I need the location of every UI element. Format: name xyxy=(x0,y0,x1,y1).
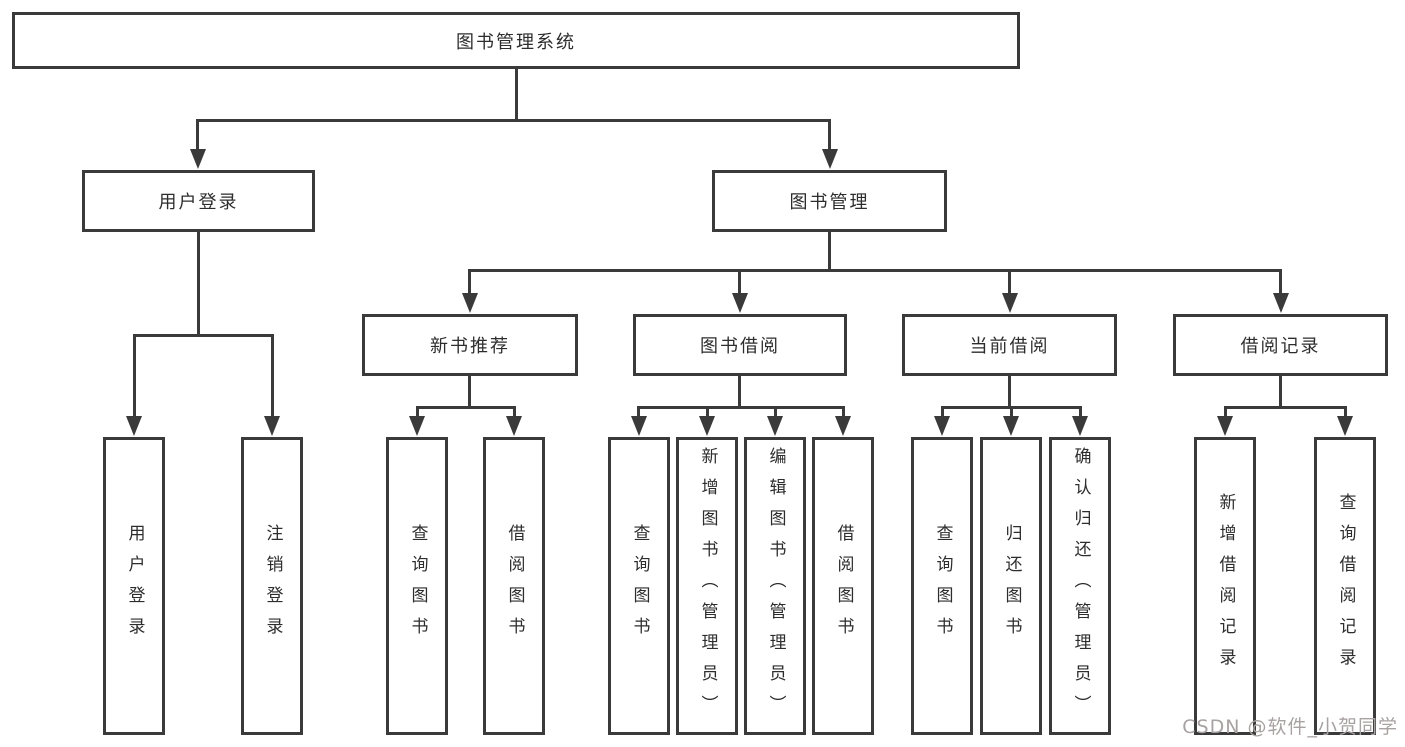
connector-line xyxy=(197,232,200,337)
connector-line xyxy=(637,406,640,418)
arrow-down-icon xyxy=(264,416,280,436)
arrow-down-icon xyxy=(190,149,206,169)
arrow-down-icon xyxy=(1002,293,1018,313)
arrow-down-icon xyxy=(1003,416,1019,436)
connector-line xyxy=(416,406,419,418)
node-label: 图书管理系统 xyxy=(456,31,576,53)
connector-line xyxy=(1344,406,1347,418)
node-label: 借阅记录 xyxy=(1240,336,1321,357)
node-label: 查询图书 xyxy=(629,524,650,648)
node-leaf-query-books-current: 查询图书 xyxy=(911,437,973,735)
connector-line xyxy=(842,406,845,418)
connector-line xyxy=(468,269,1282,272)
connector-line xyxy=(1008,376,1011,409)
node-leaf-query-books-recommend: 查询图书 xyxy=(386,437,448,735)
node-label: 注销登录 xyxy=(262,524,283,648)
connector-line xyxy=(828,119,831,152)
connector-line xyxy=(828,232,831,272)
connector-line xyxy=(1079,406,1082,418)
node-new-book-recommend: 新书推荐 xyxy=(362,314,578,376)
connector-line xyxy=(196,119,199,152)
node-leaf-query-books-borrowing: 查询图书 xyxy=(608,437,670,735)
connector-line xyxy=(738,269,741,295)
node-book-borrowing: 图书借阅 xyxy=(633,314,847,376)
node-label: 新增借阅记录 xyxy=(1215,493,1236,679)
connector-line xyxy=(738,376,741,409)
connector-line xyxy=(416,406,516,409)
node-label: 归还图书 xyxy=(1001,524,1022,648)
arrow-down-icon xyxy=(506,416,522,436)
connector-line xyxy=(774,406,777,418)
arrow-down-icon xyxy=(409,416,425,436)
arrow-down-icon xyxy=(835,416,851,436)
node-leaf-add-borrow-record: 新增借阅记录 xyxy=(1194,437,1256,735)
node-leaf-return-books: 归还图书 xyxy=(980,437,1042,735)
node-label: 新增图书（管理员） xyxy=(697,446,718,726)
node-label: 当前借阅 xyxy=(969,336,1050,357)
connector-line xyxy=(1010,406,1013,418)
connector-line xyxy=(133,334,136,418)
node-label: 编辑图书（管理员） xyxy=(765,446,786,726)
connector-line xyxy=(196,119,831,122)
node-leaf-borrow-books: 借阅图书 xyxy=(812,437,874,735)
arrow-down-icon xyxy=(767,416,783,436)
arrow-down-icon xyxy=(934,416,950,436)
node-leaf-query-borrow-record: 查询借阅记录 xyxy=(1314,437,1376,735)
connector-line xyxy=(271,334,274,418)
connector-line xyxy=(1224,406,1227,418)
arrow-down-icon xyxy=(1273,293,1289,313)
node-label: 查询图书 xyxy=(407,524,428,648)
connector-line xyxy=(1008,269,1011,295)
connector-line xyxy=(468,269,471,295)
arrow-down-icon xyxy=(631,416,647,436)
connector-line xyxy=(513,406,516,418)
connector-line xyxy=(133,334,274,337)
node-current-borrowing: 当前借阅 xyxy=(902,314,1117,376)
connector-line xyxy=(706,406,709,418)
node-leaf-user-login: 用户登录 xyxy=(103,437,165,735)
node-user-login: 用户登录 xyxy=(82,170,315,232)
node-label: 借阅图书 xyxy=(504,524,525,648)
node-library-system: 图书管理系统 xyxy=(12,12,1020,69)
node-leaf-edit-books-admin: 编辑图书（管理员） xyxy=(744,437,806,735)
node-label: 图书借阅 xyxy=(700,336,780,357)
arrow-down-icon xyxy=(1337,416,1353,436)
node-leaf-borrow-books-recommend: 借阅图书 xyxy=(483,437,545,735)
node-label: 图书管理 xyxy=(789,192,870,213)
node-borrowing-records: 借阅记录 xyxy=(1173,314,1388,376)
connector-line xyxy=(637,406,845,409)
arrow-down-icon xyxy=(1072,416,1088,436)
node-label: 用户登录 xyxy=(124,524,145,648)
node-label: 查询图书 xyxy=(932,524,953,648)
node-label: 用户登录 xyxy=(158,192,239,213)
node-book-management: 图书管理 xyxy=(712,170,947,232)
connector-line xyxy=(941,406,944,418)
arrow-down-icon xyxy=(462,293,478,313)
arrow-down-icon xyxy=(126,416,142,436)
node-leaf-confirm-return-admin: 确认归还（管理员） xyxy=(1049,437,1111,735)
arrow-down-icon xyxy=(1217,416,1233,436)
node-label: 确认归还（管理员） xyxy=(1070,446,1091,726)
connector-line xyxy=(1279,376,1282,409)
node-label: 查询借阅记录 xyxy=(1335,493,1356,679)
node-label: 新书推荐 xyxy=(430,336,510,357)
arrow-down-icon xyxy=(732,293,748,313)
arrow-down-icon xyxy=(699,416,715,436)
arrow-down-icon xyxy=(822,149,838,169)
watermark: CSDN @软件_小贺同学 xyxy=(1182,716,1398,738)
connector-line xyxy=(468,376,471,409)
connector-line xyxy=(1224,406,1347,409)
connector-line xyxy=(1279,269,1282,295)
connector-line xyxy=(515,69,518,122)
node-leaf-logout: 注销登录 xyxy=(241,437,303,735)
node-leaf-add-books-admin: 新增图书（管理员） xyxy=(676,437,738,735)
node-label: 借阅图书 xyxy=(833,524,854,648)
